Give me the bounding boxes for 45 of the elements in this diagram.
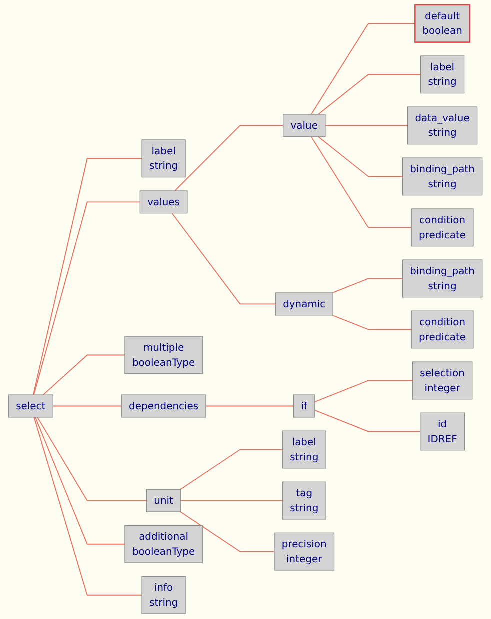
connector: [37, 416, 148, 502]
connector: [318, 74, 422, 115]
node-box: multiple booleanType: [124, 336, 203, 374]
node-box: dynamic: [275, 292, 334, 316]
connector: [180, 512, 275, 552]
connector: [310, 23, 416, 115]
node-box: dependencies: [121, 394, 206, 418]
node-box: default boolean: [414, 4, 471, 43]
node-box: condition predicate: [411, 310, 474, 349]
node-box: selection integer: [412, 362, 473, 400]
connector: [174, 125, 284, 192]
connector: [314, 380, 414, 402]
connector: [34, 416, 143, 596]
node-box: binding_path string: [402, 260, 483, 298]
node-box: unit: [146, 489, 182, 512]
node-box: info string: [142, 576, 186, 614]
node-box: select: [8, 394, 54, 418]
connector: [34, 202, 141, 396]
node-box: data_value string: [407, 106, 478, 145]
node-box: precision integer: [274, 532, 335, 571]
node-box: values: [140, 190, 188, 214]
node-box: binding_path string: [402, 158, 483, 196]
connector: [180, 500, 284, 502]
connector: [52, 406, 122, 407]
node-box: condition predicate: [411, 208, 474, 247]
node-box: id IDREF: [420, 412, 466, 451]
node-box: label string: [420, 56, 465, 94]
connector: [35, 416, 126, 545]
connector: [206, 406, 294, 407]
node-box: label string: [282, 430, 326, 469]
connector: [332, 314, 412, 330]
connector: [42, 354, 126, 396]
connector: [332, 278, 404, 294]
node-box: value: [283, 114, 326, 138]
connector: [318, 136, 404, 178]
connector: [172, 212, 276, 305]
connector: [324, 125, 408, 126]
connector: [314, 410, 421, 432]
node-box: if: [293, 394, 316, 418]
node-box: tag string: [282, 482, 326, 520]
connector: [32, 158, 143, 396]
node-box: additional booleanType: [124, 525, 203, 564]
node-box: label string: [142, 140, 186, 178]
connector: [310, 136, 412, 228]
connector: [180, 449, 284, 490]
